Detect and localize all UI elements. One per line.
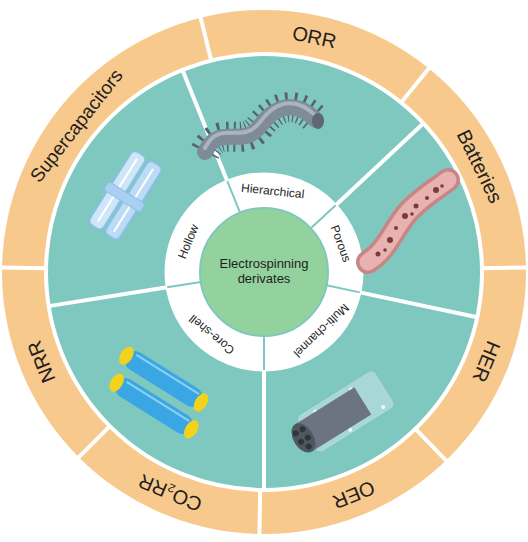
- teal-ring: [46, 54, 482, 490]
- hollow-fiber: [84, 147, 166, 243]
- center-label: Electrospinning derivates: [208, 257, 320, 287]
- sector-divider: [262, 370, 266, 490]
- sector-divider: [49, 287, 168, 306]
- inner-divider: [263, 336, 265, 370]
- multichannel-fiber: [283, 368, 396, 461]
- porous-fiber: [368, 180, 448, 262]
- inner-divider: [311, 205, 336, 228]
- ring-divider: [77, 426, 110, 459]
- hierarchical-fiber: [205, 103, 324, 152]
- ring-divider: [415, 429, 447, 462]
- sector-divider: [182, 70, 227, 181]
- coreshell-fiber: [101, 344, 216, 441]
- ring-divider: [200, 16, 211, 61]
- center-circle: [200, 208, 328, 336]
- sector-divider: [336, 123, 424, 205]
- outer-ring: [2, 10, 526, 534]
- center-label-text: Electrospinning derivates: [208, 257, 320, 287]
- inner-divider: [227, 181, 240, 213]
- inner-divider: [327, 285, 360, 292]
- inner-ring: [166, 174, 362, 370]
- ring-divider: [482, 265, 528, 270]
- sector-divider: [360, 292, 477, 317]
- ring-divider: [0, 265, 46, 270]
- ring-divider: [257, 490, 262, 536]
- inner-divider: [167, 282, 201, 287]
- ring-divider: [401, 67, 430, 103]
